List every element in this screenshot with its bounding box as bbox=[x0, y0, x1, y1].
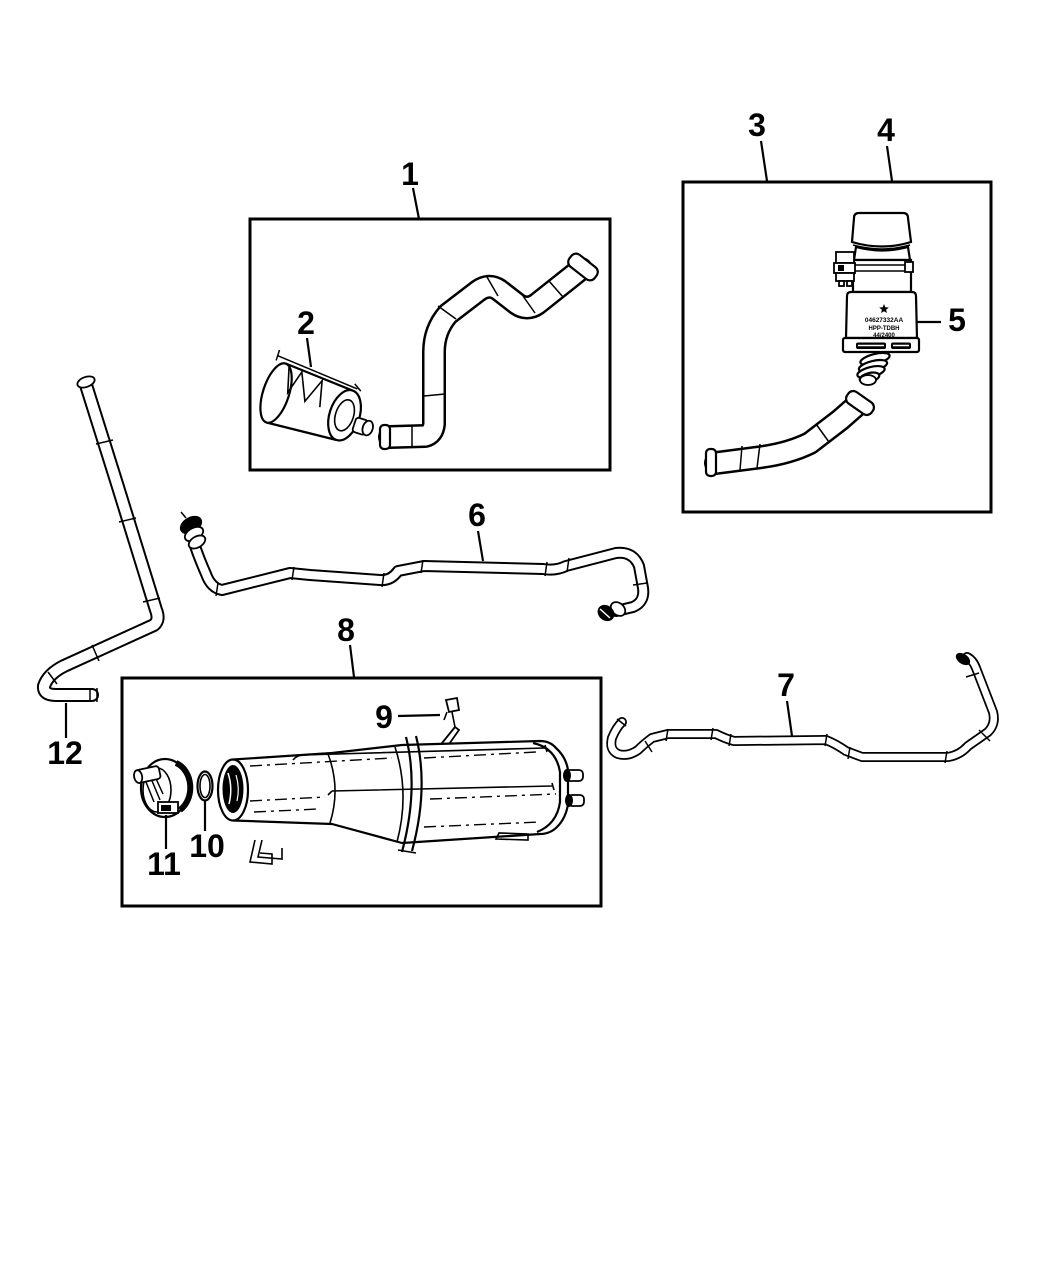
canister-top-tube bbox=[292, 744, 555, 796]
callout-11-label: 11 bbox=[147, 846, 181, 882]
callout-12-label: 12 bbox=[47, 735, 83, 771]
pump-hose bbox=[704, 389, 876, 478]
canister-strap bbox=[397, 735, 423, 854]
vent-tube-7 bbox=[606, 652, 999, 764]
canister-detail-lines bbox=[249, 751, 557, 828]
hose-end-cap-left bbox=[704, 447, 718, 478]
callout-6: 6 bbox=[468, 497, 486, 562]
callout-8: 8 bbox=[337, 612, 356, 678]
callout-1: 1 bbox=[401, 156, 421, 220]
part-group-1-frame bbox=[248, 217, 612, 472]
callout-2-label: 2 bbox=[297, 305, 315, 341]
callout-12: 12 bbox=[47, 703, 83, 771]
pentastar-logo bbox=[879, 304, 889, 313]
callout-7-label: 7 bbox=[777, 667, 795, 703]
canister-filter-unit bbox=[133, 757, 194, 819]
callout-5-label: 5 bbox=[948, 302, 966, 338]
tube-open-end-bottom bbox=[89, 688, 98, 702]
callout-9: 9 bbox=[375, 699, 441, 735]
canister-port-dark bbox=[222, 765, 244, 813]
vent-tube-12 bbox=[36, 375, 165, 702]
segment-ticks bbox=[215, 557, 648, 597]
group-box-1 bbox=[248, 217, 612, 472]
canister-mount-brackets bbox=[249, 832, 529, 865]
group-box-3-4: 04627332AA HPP-TDBH 44/2400 bbox=[681, 180, 993, 514]
callout-10: 10 bbox=[189, 801, 225, 864]
leak-detection-pump: 04627332AA HPP-TDBH 44/2400 bbox=[833, 211, 921, 386]
hose-end-cap-right bbox=[844, 389, 876, 417]
group-box-8 bbox=[120, 676, 603, 908]
callout-5: 5 bbox=[917, 302, 966, 338]
callout-11: 11 bbox=[147, 815, 181, 882]
callout-1-label: 1 bbox=[401, 156, 419, 192]
pump-label-code: HPP-TDBH bbox=[869, 326, 900, 332]
callout-4-label: 4 bbox=[877, 112, 895, 148]
callout-6-label: 6 bbox=[468, 497, 486, 533]
pump-product-label: 04627332AA HPP-TDBH 44/2400 bbox=[865, 304, 904, 339]
segment-ticks bbox=[739, 423, 830, 471]
part-group-8-frame bbox=[120, 676, 603, 908]
segment-ticks bbox=[411, 276, 564, 448]
pump-lower-body bbox=[844, 290, 919, 340]
pump-top-cap bbox=[850, 211, 913, 248]
clamp-screw bbox=[904, 261, 914, 273]
quick-connect-fitting-right bbox=[597, 601, 627, 622]
pump-label-date: 44/2400 bbox=[873, 333, 895, 339]
pump-threaded-outlet bbox=[856, 351, 891, 386]
pump-part-number: 04627332AA bbox=[865, 317, 904, 324]
pump-connector bbox=[833, 251, 856, 287]
vapor-tube-6 bbox=[179, 511, 650, 622]
callout-9-label: 9 bbox=[375, 699, 393, 735]
vapor-canister bbox=[216, 735, 585, 865]
o-ring-seal bbox=[196, 770, 214, 802]
retaining-clip bbox=[440, 696, 461, 749]
filter-clamp bbox=[275, 349, 362, 408]
callout-10-label: 10 bbox=[189, 828, 225, 864]
fuel-vapor-filter bbox=[259, 349, 374, 442]
hose-end-cap-right bbox=[567, 252, 599, 282]
callouts: 1 2 3 4 5 6 7 8 bbox=[47, 107, 966, 882]
callout-4: 4 bbox=[877, 112, 895, 182]
callout-8-label: 8 bbox=[337, 612, 355, 648]
canister-outlet-stubs bbox=[563, 769, 585, 807]
callout-2: 2 bbox=[297, 305, 315, 368]
hose-assembly bbox=[378, 252, 599, 451]
part-group-3-4-frame bbox=[681, 180, 993, 514]
filter-inlet-stub bbox=[133, 765, 162, 784]
quick-connect-fitting-left bbox=[179, 511, 207, 550]
hose-end-cap-left bbox=[378, 423, 392, 451]
segment-ticks bbox=[47, 439, 161, 685]
tube-end-fitting bbox=[955, 652, 971, 666]
segment-ticks bbox=[644, 672, 991, 764]
callout-3: 3 bbox=[748, 107, 769, 182]
pump-neck bbox=[852, 245, 912, 262]
tube-open-end bbox=[616, 718, 627, 727]
tube-end-cap-top bbox=[76, 375, 96, 389]
callout-3-label: 3 bbox=[748, 107, 766, 143]
callout-7: 7 bbox=[777, 667, 795, 737]
